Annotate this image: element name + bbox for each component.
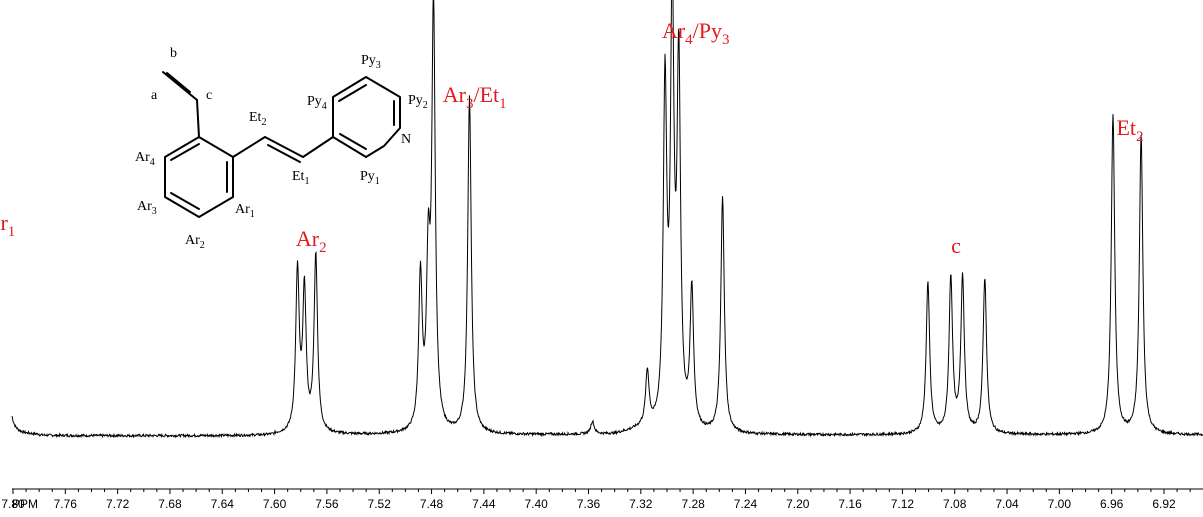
structure-label-et1: Et1 bbox=[292, 169, 309, 187]
pyridine-inner-bond-1 bbox=[338, 84, 367, 102]
structure-label-ar3: Ar3 bbox=[137, 199, 157, 217]
x-tick-label: 7.12 bbox=[891, 497, 915, 511]
pyridine-inner-bond-3 bbox=[339, 133, 367, 150]
x-tick-label: 7.24 bbox=[734, 497, 758, 511]
x-tick-label: 7.32 bbox=[629, 497, 653, 511]
x-tick-label: 6.96 bbox=[1100, 497, 1124, 511]
x-tick-label: 7.72 bbox=[106, 497, 130, 511]
structure-label-ar1: Ar1 bbox=[235, 202, 255, 220]
x-tick-label: 7.68 bbox=[158, 497, 182, 511]
x-tick-label: 7.40 bbox=[525, 497, 549, 511]
structure-label-py4: Py4 bbox=[307, 94, 327, 112]
peak-annotation: Ar2 bbox=[296, 226, 327, 256]
x-tick-label: 7.44 bbox=[472, 497, 496, 511]
structure-label-py3: Py3 bbox=[361, 53, 381, 71]
x-tick-label: 7.16 bbox=[838, 497, 862, 511]
x-tick-label: 7.56 bbox=[315, 497, 339, 511]
peak-annotation: Ar3/Et1 bbox=[443, 82, 507, 112]
structure-label-n: N bbox=[401, 132, 411, 147]
peak-annotation: Et2 bbox=[1116, 115, 1143, 145]
x-axis-ticks: 7.80 7.76 7.72 7.68 7.64 7.60 7.56 7.52 7.48 7.44… bbox=[1, 489, 1191, 511]
x-tick-label: 7.04 bbox=[995, 497, 1019, 511]
vinyl-double-inner bbox=[166, 72, 191, 93]
spectrum-trace bbox=[11, 0, 1203, 439]
x-axis-label: PPM bbox=[12, 497, 38, 511]
x-tick-label: 7.28 bbox=[681, 497, 705, 511]
structure-label-b: b bbox=[170, 46, 177, 61]
peak-annotation: c bbox=[951, 233, 961, 258]
structure-label-py1: Py1 bbox=[360, 169, 380, 187]
structure-label-et2: Et2 bbox=[249, 110, 266, 128]
bridge-double-1 bbox=[264, 136, 304, 158]
structure-label-a: a bbox=[151, 88, 158, 103]
x-tick-label: 7.36 bbox=[577, 497, 601, 511]
x-tick-label: 7.60 bbox=[263, 497, 287, 511]
benzene-inner-bond-3 bbox=[170, 143, 200, 161]
x-tick-label: 7.48 bbox=[420, 497, 444, 511]
x-tick-label: 7.80 bbox=[1, 497, 25, 511]
x-tick-label: 7.52 bbox=[368, 497, 392, 511]
x-tick-label: 7.64 bbox=[211, 497, 235, 511]
benzene-inner-bond-2 bbox=[170, 192, 200, 210]
structure-label-ar2: Ar2 bbox=[185, 233, 205, 251]
x-tick-label: 7.76 bbox=[54, 497, 78, 511]
bridge-double-2 bbox=[267, 144, 301, 163]
vinyl-bond-ring bbox=[196, 99, 200, 138]
pyridine-ring bbox=[332, 76, 401, 158]
structure-label-ar4: Ar4 bbox=[135, 150, 155, 168]
peak-annotation: Ar4/Py3 bbox=[662, 18, 730, 48]
peak-annotation: Ar1 bbox=[0, 210, 15, 240]
bridge-bond-2 bbox=[302, 136, 334, 158]
molecule-structure bbox=[162, 71, 401, 218]
structure-label-c: c bbox=[206, 88, 212, 103]
bridge-bond-1 bbox=[232, 136, 266, 158]
x-tick-label: 7.20 bbox=[786, 497, 810, 511]
structure-label-py2: Py2 bbox=[408, 93, 428, 111]
benzene-ring bbox=[164, 136, 234, 218]
vinyl-double-outer bbox=[162, 71, 198, 101]
x-tick-label: 7.08 bbox=[943, 497, 967, 511]
x-tick-label: 7.00 bbox=[1048, 497, 1072, 511]
x-tick-label: 6.92 bbox=[1152, 497, 1176, 511]
